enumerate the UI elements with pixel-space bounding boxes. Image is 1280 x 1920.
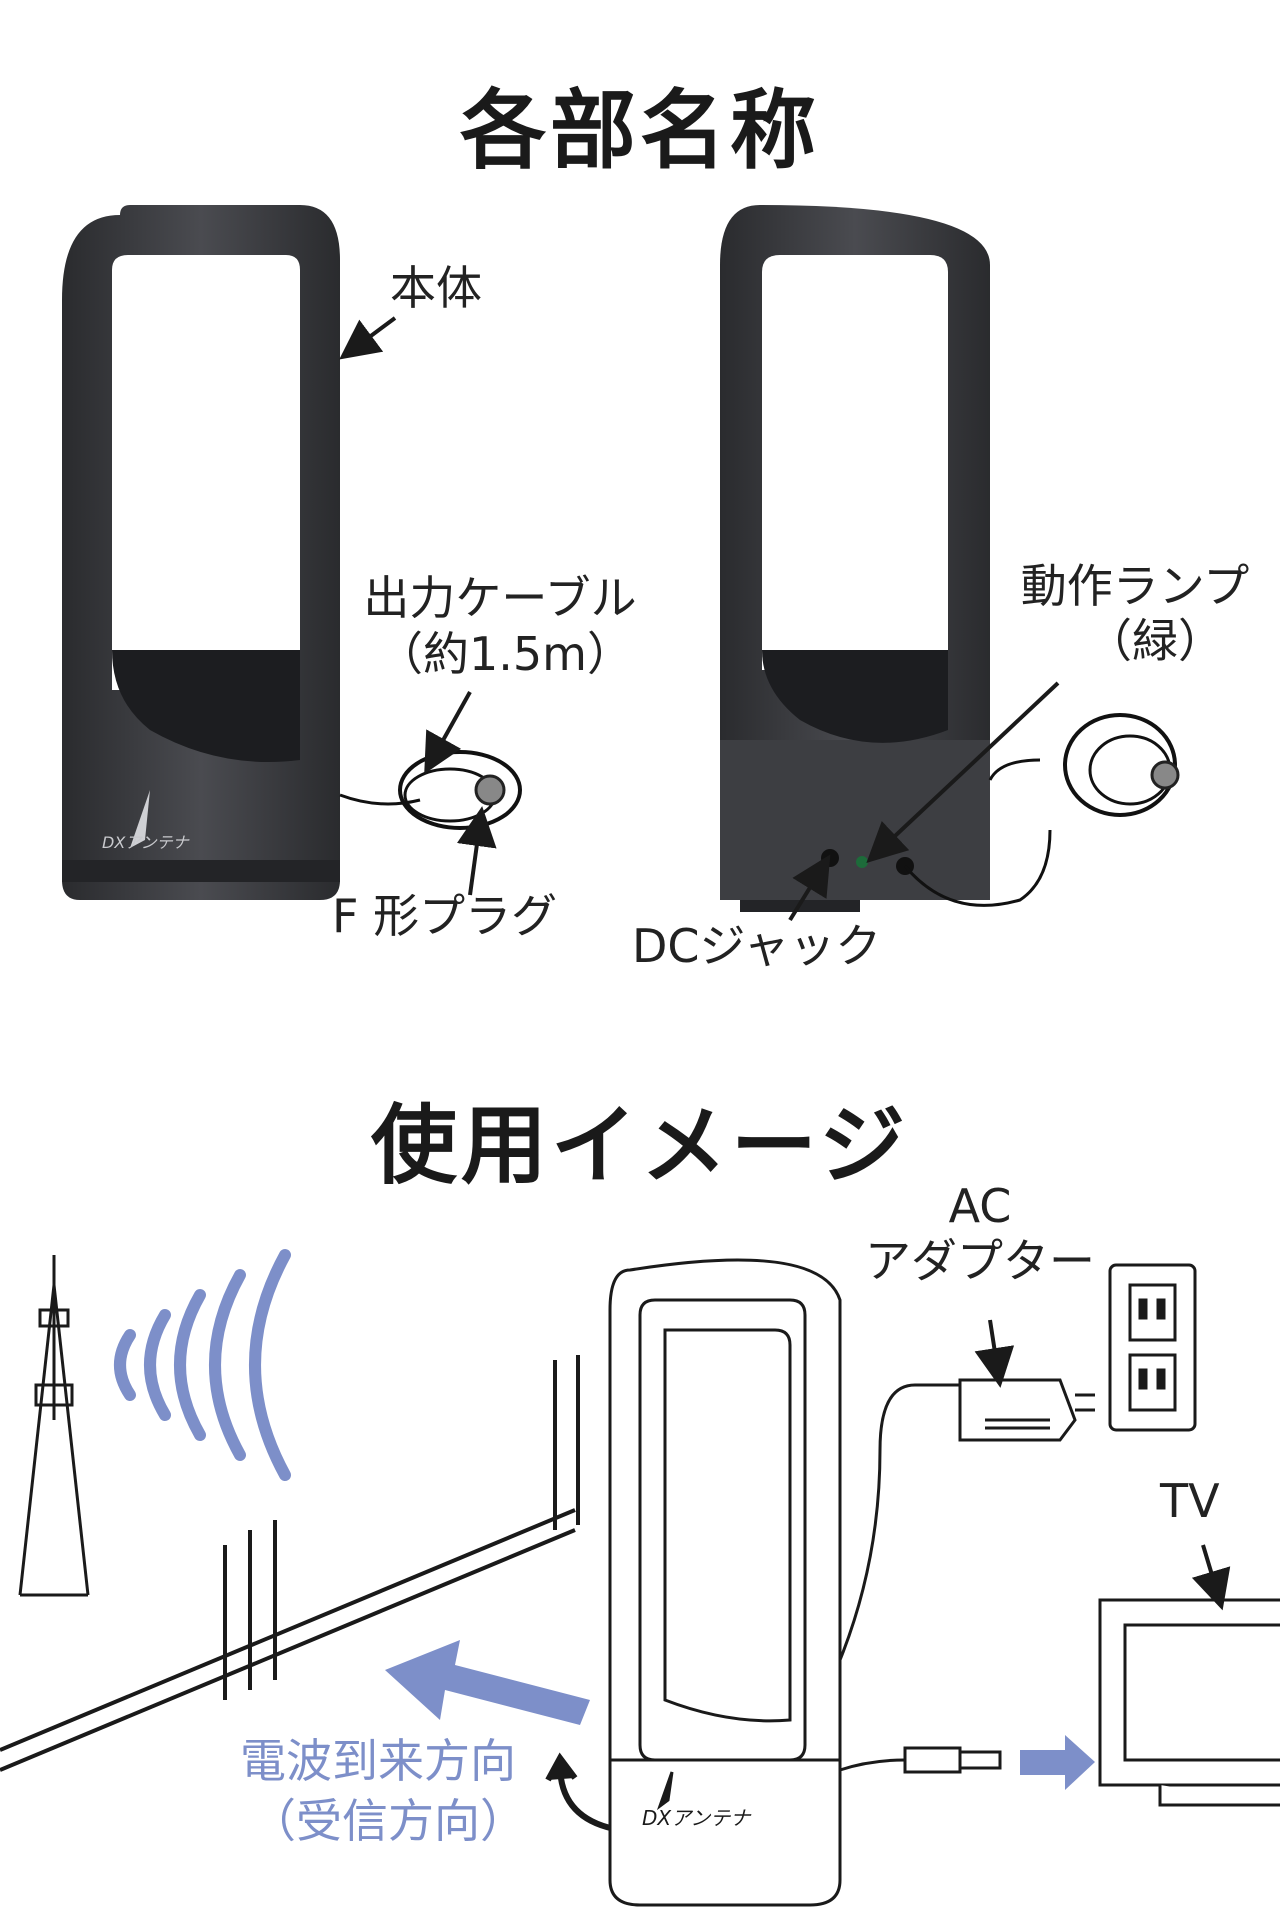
- callout-arrows: [339, 316, 1060, 922]
- label-dc-jack: DCジャック: [632, 919, 882, 973]
- direction-arrow: [385, 1640, 590, 1725]
- arrow-ac: [974, 1319, 1015, 1388]
- broadcast-tower: [18, 1255, 90, 1597]
- arrow-body: [339, 316, 397, 360]
- room-walls: [0, 1355, 580, 1772]
- antenna-back-view: [720, 205, 1180, 912]
- usage-title: 使用イメージ: [370, 1096, 910, 1196]
- coax-cable: [839, 1746, 1002, 1774]
- arrow-cable: [424, 691, 472, 774]
- antenna-front-view: DXアンテナ: [62, 205, 522, 900]
- label-cable-line2: （約1.5m）: [377, 627, 633, 681]
- label-direction-line2: （受信方向）: [250, 1794, 526, 1848]
- label-ac: AC: [948, 1179, 1012, 1233]
- ac-adapter: [838, 1378, 1095, 1661]
- label-direction-line1: 電波到来方向: [240, 1734, 516, 1788]
- front-logo: DXアンテナ: [102, 833, 190, 852]
- usage-callout-arrows: [974, 1319, 1231, 1611]
- label-tv: TV: [1160, 1474, 1220, 1528]
- label-plug: F 形プラグ: [332, 889, 558, 943]
- label-cable-line1: 出力ケーブル: [363, 571, 637, 625]
- arrow-tv: [1191, 1544, 1231, 1611]
- label-lamp-line2: （緑）: [1086, 614, 1224, 668]
- arrow-dc: [788, 854, 831, 922]
- usage-logo: DXアンテナ: [642, 1806, 752, 1830]
- label-lamp-line1: 動作ランプ: [1020, 559, 1250, 613]
- wall-socket: [1108, 1263, 1197, 1432]
- arrow-lamp: [866, 681, 1060, 863]
- tv-set: [1098, 1598, 1280, 1807]
- antenna-usage-view: [608, 1258, 842, 1907]
- parts-title: 各部名称: [460, 81, 820, 181]
- signal-arrow: [1020, 1735, 1095, 1790]
- radio-waves: [114, 1249, 291, 1481]
- label-ac-adapter: アダプター: [865, 1234, 1095, 1288]
- arrow-plug: [456, 806, 497, 896]
- label-body: 本体: [390, 261, 482, 315]
